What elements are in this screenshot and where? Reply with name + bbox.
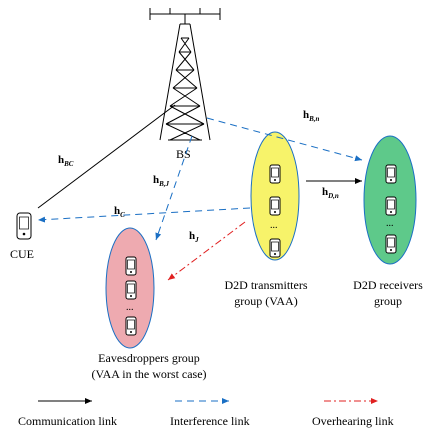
bs-label: BS — [176, 147, 191, 161]
ellipsis-dots: ... — [386, 218, 394, 229]
phone-icon — [269, 164, 281, 184]
phone-icon — [125, 316, 137, 336]
d2d-transmitters-label: D2D transmitters — [225, 278, 308, 292]
phone-icon — [385, 196, 397, 216]
phone-icon — [385, 234, 397, 254]
cue-label: CUE — [10, 247, 34, 261]
d2d-receivers-label: D2D receivers — [353, 278, 423, 292]
interference-link-bs-rx — [206, 117, 363, 162]
channel-label-h-bj: hB,J — [153, 174, 170, 188]
ellipsis-dots: ... — [270, 220, 278, 231]
communication-link-bs-cue — [37, 104, 176, 209]
channel-label-h-bc: hBC — [58, 154, 74, 168]
legend-communication-label: Communication link — [18, 414, 117, 428]
phone-icon — [385, 164, 397, 184]
phone-icon — [125, 256, 137, 276]
legend: Communication link Interference link Ove… — [18, 398, 394, 428]
phone-icon — [125, 280, 137, 300]
legend-overhearing-label: Overhearing link — [312, 414, 394, 428]
eavesdroppers-label: (VAA in the worst case) — [91, 367, 206, 381]
ellipsis-dots: ... — [126, 302, 134, 313]
eavesdroppers-label: Eavesdroppers group — [98, 351, 200, 365]
phone-icon — [269, 196, 281, 216]
overhearing-link-tx-eve — [167, 221, 246, 281]
d2d-transmitters-label: group (VAA) — [234, 294, 297, 308]
d2d-receivers-label: group — [374, 294, 402, 308]
interference-link-bs-eve — [155, 135, 193, 241]
channel-label-h-c: hC — [114, 205, 125, 219]
interference-link-tx-cue — [37, 207, 251, 223]
bs-tower-icon — [149, 8, 221, 141]
channel-label-h-dn: hD,n — [322, 186, 339, 200]
d2d-transmitters-group — [250, 131, 300, 261]
phone-icon — [269, 238, 281, 258]
channel-label-h-j: hJ — [189, 230, 199, 244]
cue-phone-icon — [16, 212, 32, 240]
channel-label-h-bn: hB,n — [303, 109, 320, 123]
legend-interference-label: Interference link — [170, 414, 250, 428]
